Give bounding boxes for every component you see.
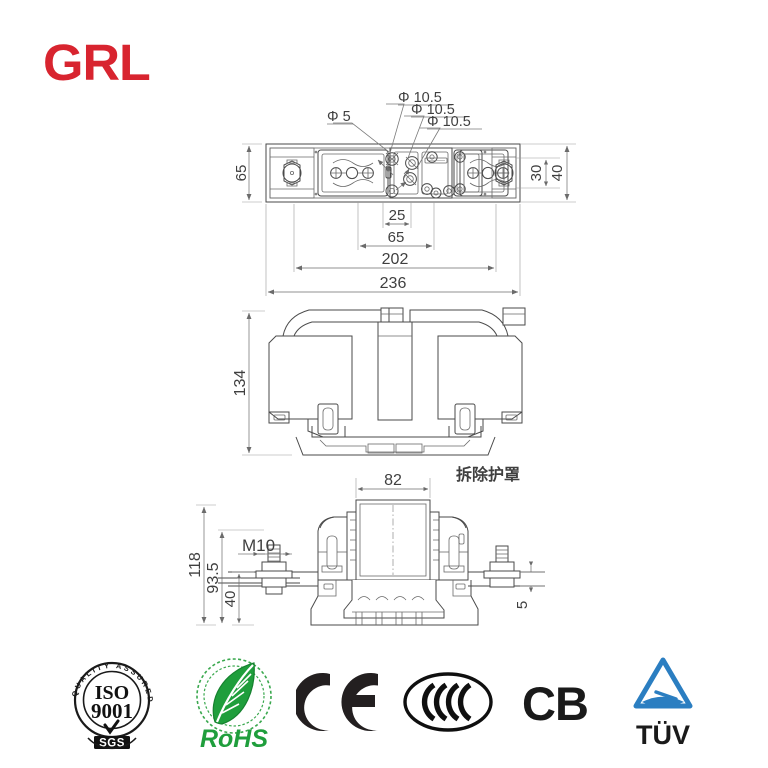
cert-cb: CB xyxy=(512,652,598,752)
dim-side-118: 118 xyxy=(187,552,204,578)
certification-logos: QUALITY ASSURED FIRM ISO 9001 SGS RoHS xyxy=(0,652,768,758)
side-view: 82 拆除护罩 118 93.5 40 M10 5 xyxy=(187,465,545,626)
dim-side-5: 5 xyxy=(514,601,531,609)
callout-m10: M10 xyxy=(242,536,275,555)
dim-top-202: 202 xyxy=(382,251,409,268)
iso-footer-label: SGS xyxy=(99,738,125,750)
top-view: Φ 5 Φ 10.5 Φ 10.5 Φ 10.5 65 30 40 xyxy=(233,90,576,296)
dim-top-25: 25 xyxy=(389,207,406,224)
callout-phi-105-a: Φ 10.5 xyxy=(398,90,442,106)
dim-top-30: 30 xyxy=(528,165,545,182)
callout-phi-5: Φ 5 xyxy=(327,109,351,125)
callout-phi-105-b: Φ 10.5 xyxy=(411,102,455,118)
dim-side-82: 82 xyxy=(384,472,402,489)
dim-top-236: 236 xyxy=(380,275,407,292)
cert-ce: CE xyxy=(296,652,390,752)
cert-rohs: RoHS xyxy=(182,652,286,752)
cert-iso-9001: QUALITY ASSURED FIRM ISO 9001 SGS xyxy=(64,652,160,752)
dim-side-40: 40 xyxy=(222,591,239,608)
cert-ccc: CCC xyxy=(400,652,496,752)
dim-top-height-65: 65 xyxy=(233,165,250,182)
dim-top-40: 40 xyxy=(549,165,566,182)
callout-phi-105-c: Φ 10.5 xyxy=(427,114,471,130)
dim-front-134: 134 xyxy=(232,370,249,397)
rohs-label: RoHS xyxy=(200,725,268,752)
dim-side-93-5: 93.5 xyxy=(205,562,222,593)
brand-logo: GRL xyxy=(43,34,151,91)
cb-label: CB xyxy=(522,677,588,730)
cert-tuv: TÜV xyxy=(618,652,708,752)
iso-sub-label: 9001 xyxy=(91,699,133,723)
front-view: 134 xyxy=(232,307,526,456)
dim-top-65b: 65 xyxy=(388,229,405,246)
iso-main-label: ISO xyxy=(95,682,129,704)
tuv-label: TÜV xyxy=(636,720,690,750)
note-remove-cover: 拆除护罩 xyxy=(456,465,520,484)
